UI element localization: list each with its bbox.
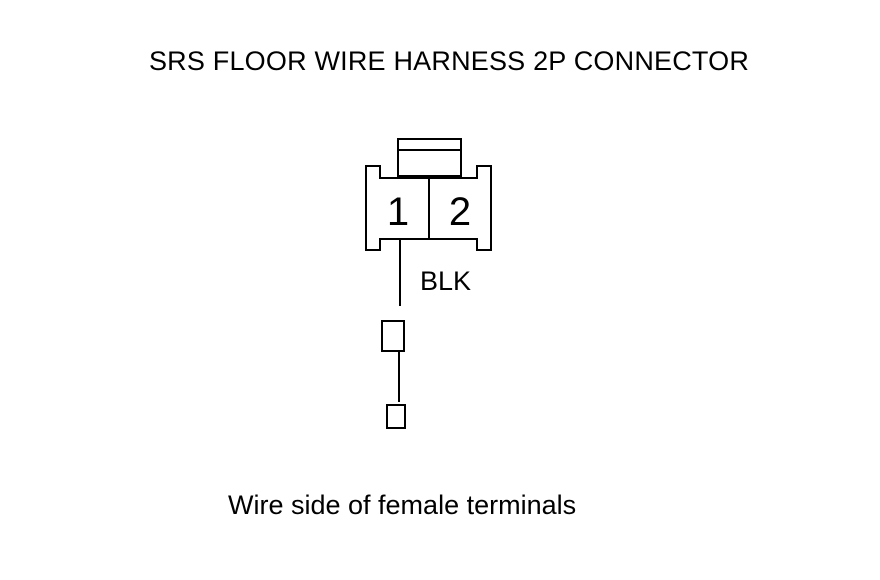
connector-housing <box>365 165 492 251</box>
terminal-2-label: 2 <box>449 190 471 234</box>
diagram-title: SRS FLOOR WIRE HARNESS 2P CONNECTOR <box>148 46 750 76</box>
connector-lock-tab <box>397 138 462 177</box>
terminal-upper-crimp <box>381 320 405 352</box>
terminal-1-label: 1 <box>387 190 409 234</box>
terminal-lower <box>386 404 406 429</box>
diagram-caption: Wire side of female terminals <box>228 490 577 520</box>
wire-color-label: BLK <box>420 266 471 296</box>
